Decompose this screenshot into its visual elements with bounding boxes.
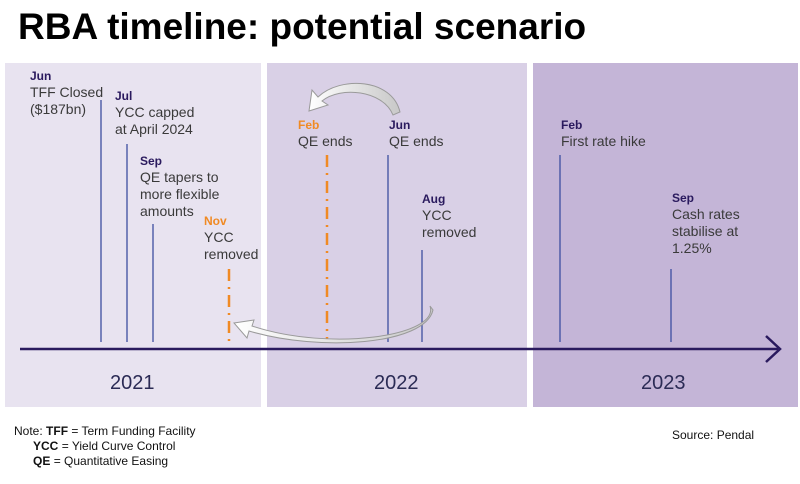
event-text: TFF Closed <box>30 84 104 100</box>
year-label-2023: 2023 <box>641 372 686 394</box>
footnote-definition: = Quantitative Easing <box>53 454 169 468</box>
event-aug-2022: Aug YCC removed <box>422 191 476 241</box>
footnote-definition: = Term Funding Facility <box>71 424 196 438</box>
event-text: YCC capped <box>115 104 195 120</box>
footnote-row: Note: TFF = Term Funding Facility <box>14 424 196 439</box>
event-jun-2022: Jun QE ends <box>389 117 443 150</box>
curved-arrow-qe-icon <box>308 82 401 116</box>
event-text: YCC <box>204 229 234 245</box>
event-sep-2021: Sep QE tapers to more flexible amounts <box>140 153 219 220</box>
timeline-arrowhead-icon <box>765 335 782 363</box>
event-text: Cash rates <box>672 206 740 222</box>
event-month: Jul <box>115 89 133 103</box>
event-nov-2021: Nov YCC removed <box>204 213 258 263</box>
event-text: QE ends <box>298 133 353 149</box>
event-month: Sep <box>672 191 695 205</box>
footnote: Note: TFF = Term Funding Facility YCC = … <box>14 424 196 469</box>
footnote-definition: = Yield Curve Control <box>61 439 176 453</box>
event-text: at April 2024 <box>115 121 193 137</box>
footnote-abbr: YCC <box>33 439 59 453</box>
event-text: 1.25% <box>672 240 712 256</box>
event-month: Sep <box>140 154 163 168</box>
event-text: removed <box>204 246 259 262</box>
event-sep-2023: Sep Cash rates stabilise at 1.25% <box>672 190 740 257</box>
event-text: ($187bn) <box>30 101 87 117</box>
year-label-2021: 2021 <box>110 372 155 394</box>
event-text: more flexible <box>140 186 220 202</box>
curved-arrow-ycc-icon <box>233 305 434 344</box>
event-text: YCC <box>422 207 452 223</box>
footnote-abbr: TFF <box>46 424 69 438</box>
event-month: Aug <box>422 192 446 206</box>
event-text: First rate hike <box>561 133 646 149</box>
event-month: Nov <box>204 214 227 228</box>
event-text: removed <box>422 224 477 240</box>
event-text: amounts <box>140 203 194 219</box>
event-feb-2023: Feb First rate hike <box>561 117 646 150</box>
event-text: stabilise at <box>672 223 739 239</box>
event-jun-2021: Jun TFF Closed ($187bn) <box>30 68 103 118</box>
event-month: Jun <box>389 118 411 132</box>
footnote-row: QE = Quantitative Easing <box>14 454 196 469</box>
event-text: QE tapers to <box>140 169 219 185</box>
event-month: Feb <box>298 118 320 132</box>
footnote-abbr: QE <box>33 454 51 468</box>
event-feb-2022: Feb QE ends <box>298 117 352 150</box>
source-credit: Source: Pendal <box>672 428 755 442</box>
event-text: QE ends <box>389 133 444 149</box>
year-label-2022: 2022 <box>374 372 419 394</box>
footnote-row: YCC = Yield Curve Control <box>14 439 196 454</box>
event-month: Feb <box>561 118 583 132</box>
event-jul-2021: Jul YCC capped at April 2024 <box>115 88 194 138</box>
page-title: RBA timeline: potential scenario <box>18 6 587 47</box>
event-month: Jun <box>30 69 52 83</box>
footnote-prefix: Note: <box>14 424 43 438</box>
